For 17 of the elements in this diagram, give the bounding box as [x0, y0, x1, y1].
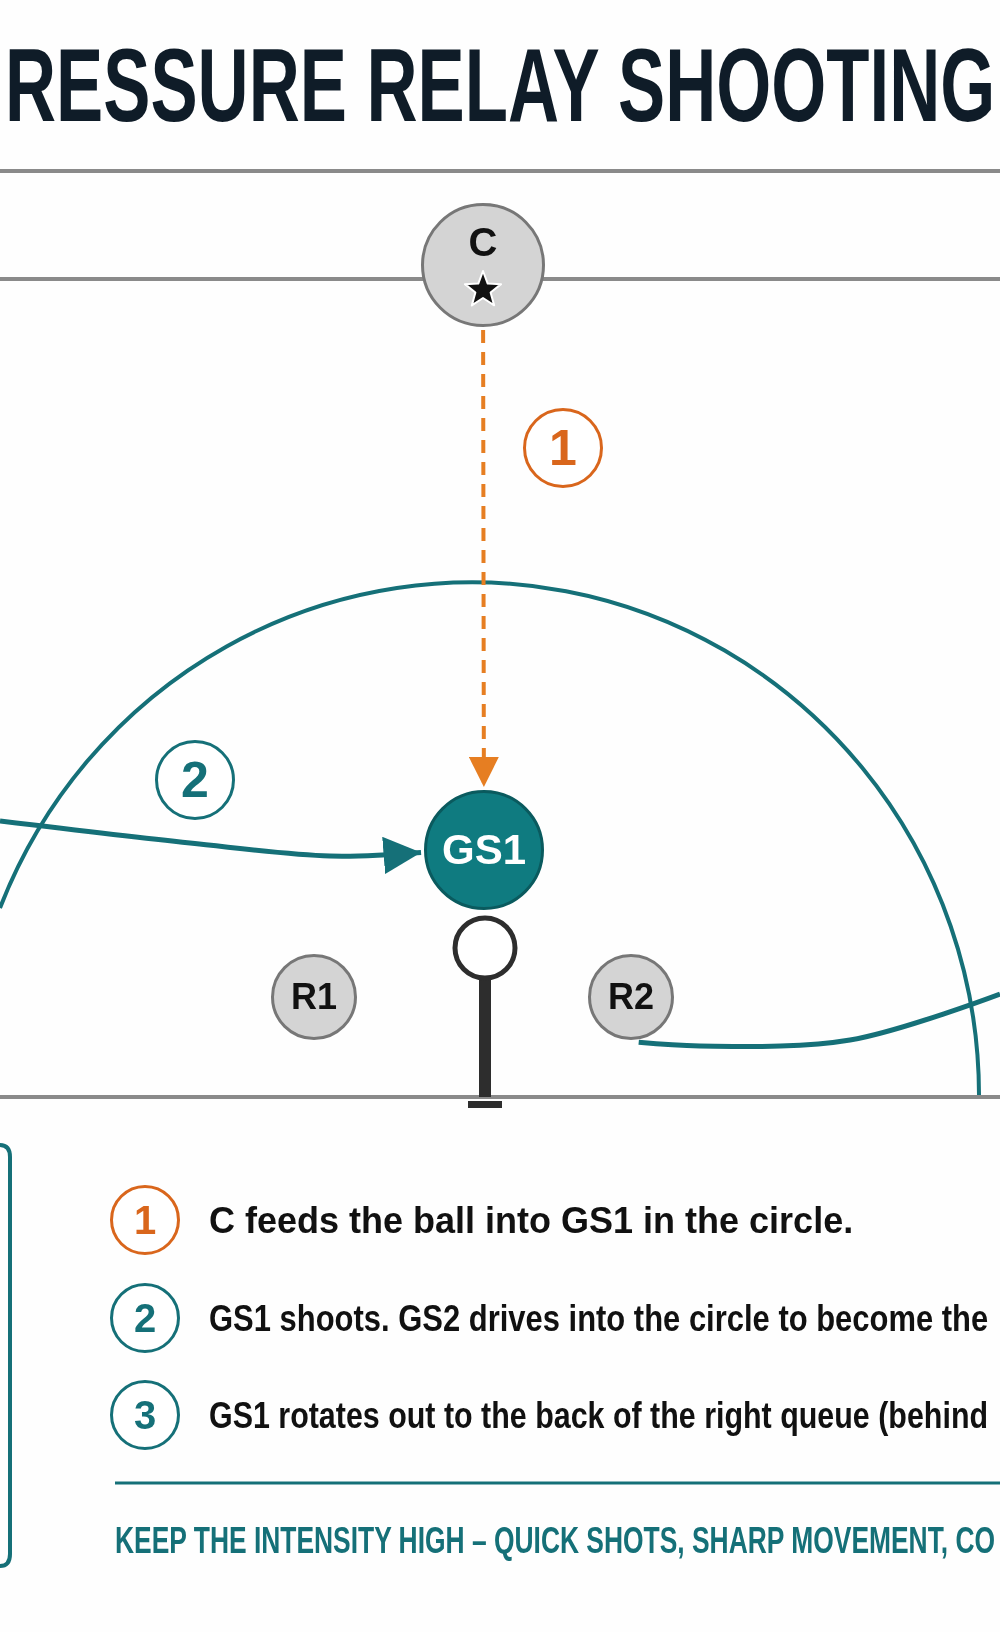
- step-text: C feeds the ball into GS1 in the circle.: [209, 1199, 854, 1241]
- step-text: GS1 shoots. GS2 drives into the circle to become the: [209, 1297, 989, 1339]
- step-number: 1: [133, 1198, 157, 1242]
- player-label: R1: [291, 977, 337, 1017]
- player-label: GS1: [441, 826, 526, 874]
- player-label: C: [468, 220, 498, 264]
- callout-number: 1: [549, 420, 577, 476]
- step-number: 2: [133, 1296, 157, 1340]
- callout-number: 2: [181, 752, 209, 808]
- player-label: R2: [608, 977, 654, 1017]
- movement-line: [638, 991, 1000, 1049]
- footer-note: KEEP THE INTENSITY HIGH – QUICK SHOTS, SHARP MOVEMENT, CO: [115, 1519, 996, 1561]
- movement-arrow: [0, 818, 422, 874]
- step-number: 3: [133, 1393, 157, 1437]
- step-text: GS1 rotates out to the back of the right queue (behind: [209, 1394, 989, 1436]
- pass-arrow: [468, 330, 499, 787]
- title: RESSURE RELAY SHOOTING: [5, 26, 996, 145]
